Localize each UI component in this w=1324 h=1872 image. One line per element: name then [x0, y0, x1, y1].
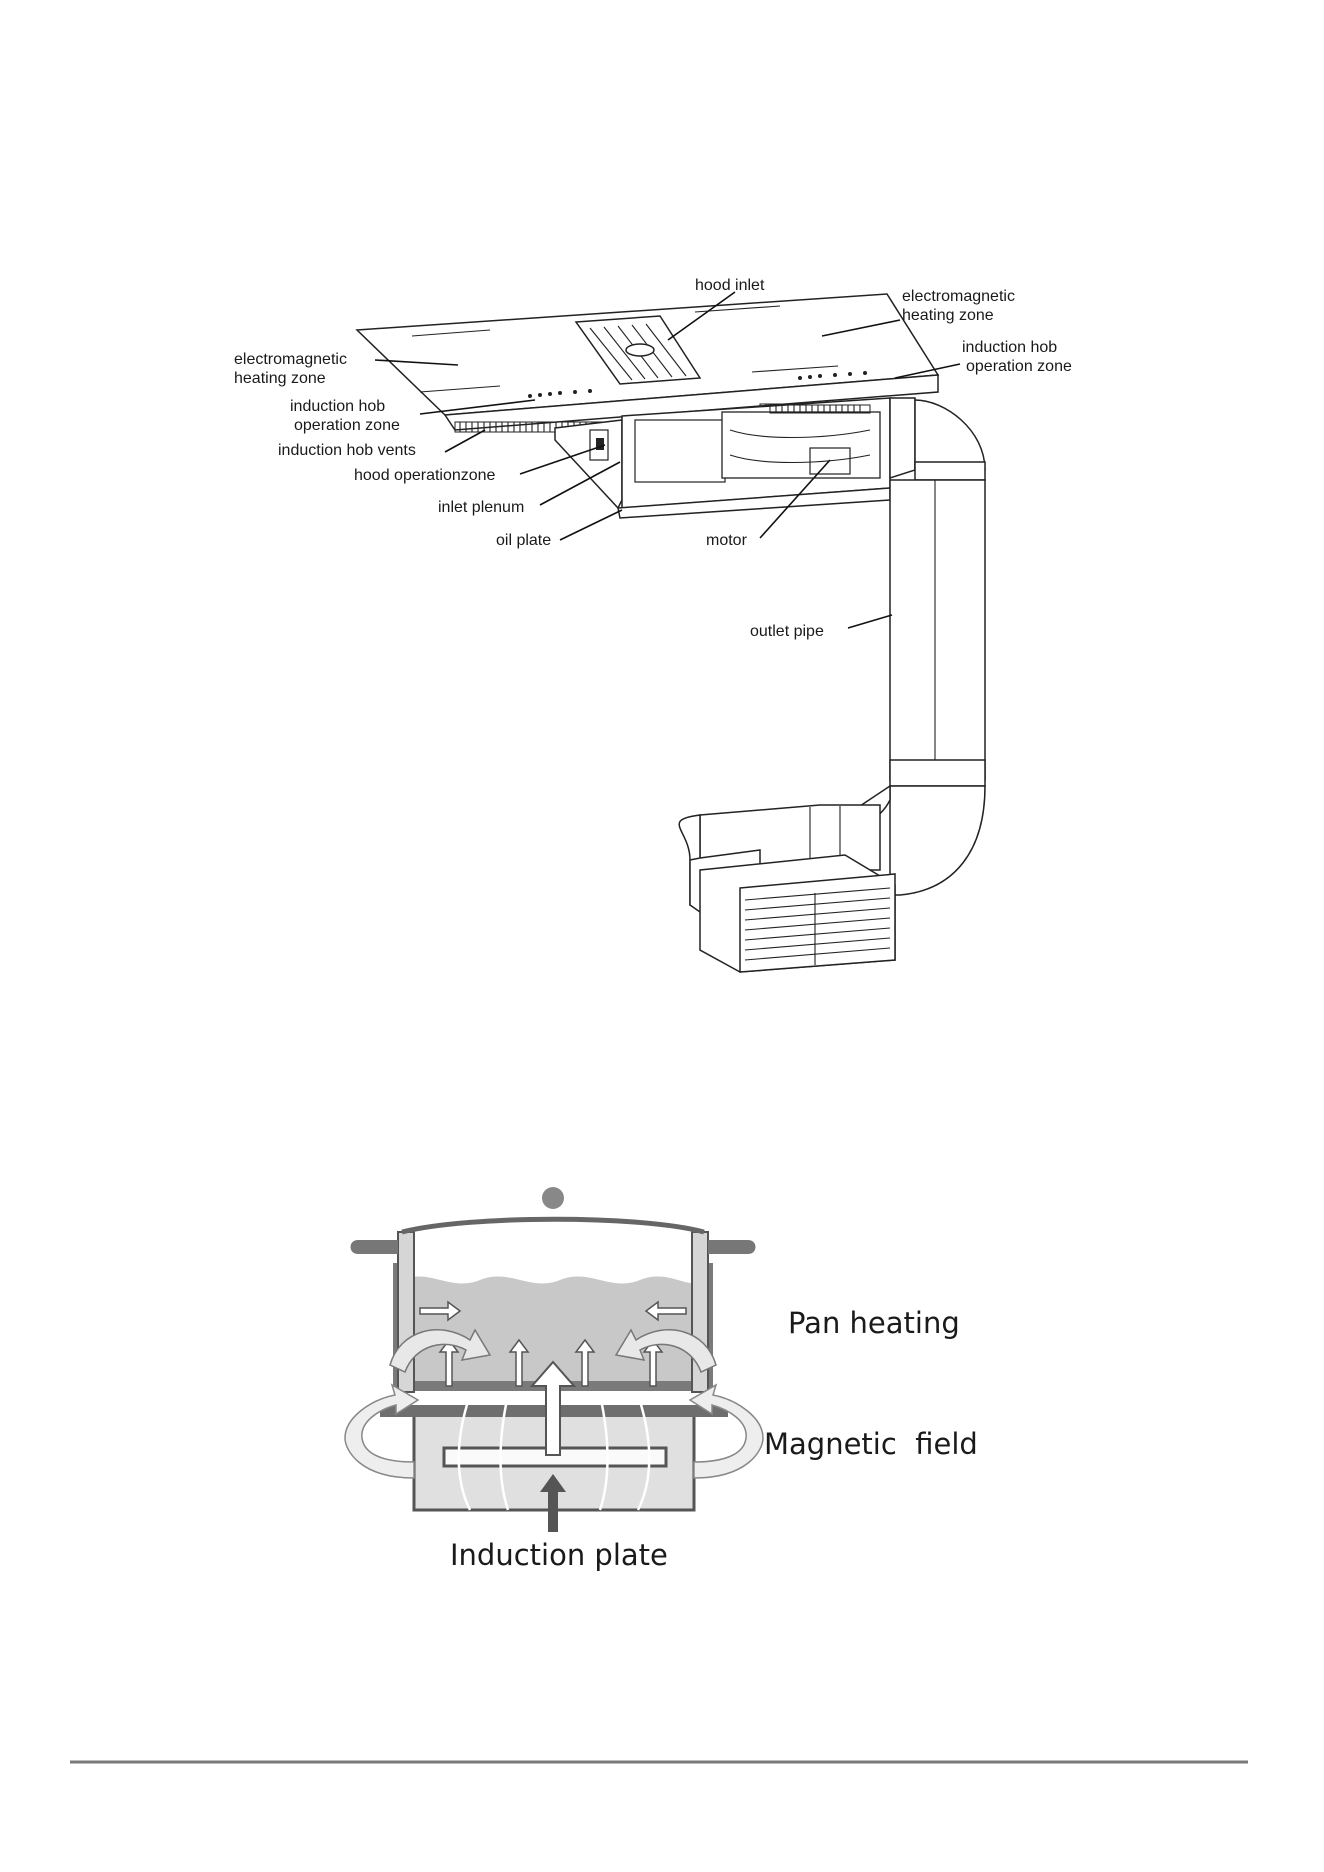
label-magnetic-field: Magnetic field [764, 1427, 978, 1461]
label-oil-plate: oil plate [496, 532, 551, 549]
label-em-zone-left-1: electromagnetic [234, 351, 347, 368]
label-em-zone-right-1: electromagnetic [902, 288, 1015, 305]
label-em-zone-right-2: heating zone [902, 307, 994, 324]
lid-knob [542, 1187, 564, 1209]
hob-hood-diagram: hood inlet electromagnetic heating zone … [234, 277, 1072, 972]
motor-housing [722, 405, 880, 478]
leader-oil-plate [560, 510, 622, 540]
leader-outlet-pipe [848, 615, 892, 628]
label-outlet-pipe: outlet pipe [750, 623, 824, 640]
pan-handle-left [351, 1240, 399, 1254]
outlet-grille [700, 855, 895, 972]
label-hob-vents: induction hob vents [278, 442, 416, 459]
label-inlet-plenum: inlet plenum [438, 499, 524, 516]
label-hob-op-left-2: operation zone [294, 417, 400, 434]
label-motor: motor [706, 532, 748, 549]
label-hood-inlet: hood inlet [695, 277, 765, 294]
label-hob-op-right-1: induction hob [962, 339, 1057, 356]
label-hob-op-right-2: operation zone [966, 358, 1072, 375]
label-induction-plate: Induction plate [450, 1538, 668, 1572]
induction-diagram: Pan heating Magnetic field Induction pla… [345, 1187, 978, 1572]
label-pan-heating: Pan heating [788, 1306, 960, 1340]
label-hob-op-left-1: induction hob [290, 398, 385, 415]
leader-hob-vents [445, 430, 485, 452]
pan-handle-right [708, 1240, 756, 1254]
label-hood-op: hood operationzone [354, 467, 496, 484]
label-em-zone-left-2: heating zone [234, 370, 326, 387]
pan-lid [402, 1219, 704, 1232]
